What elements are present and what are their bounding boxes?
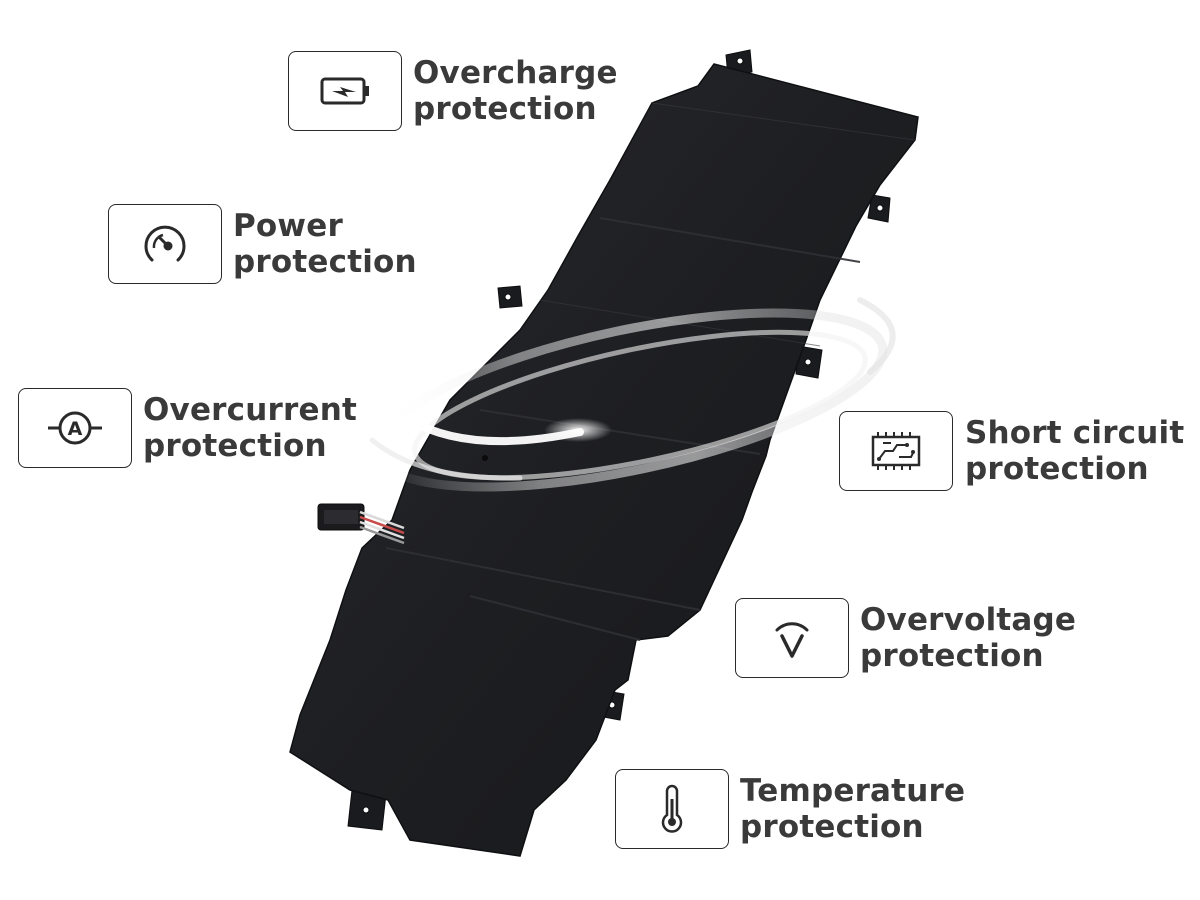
battery-connector — [317, 503, 405, 545]
ammeter-icon: A — [48, 411, 102, 445]
feature-icon-box — [839, 411, 953, 491]
feature-icon-box — [288, 51, 402, 131]
feature-label: Overcharge protection — [413, 55, 618, 127]
feature-label: Temperature protection — [740, 773, 966, 845]
feature-icon-box — [735, 598, 849, 678]
feature-overcurrent-protection: A Overcurrent protection — [18, 388, 357, 468]
feature-label: Overvoltage protection — [860, 602, 1077, 674]
feature-power-protection: Power protection — [108, 204, 417, 284]
feature-temperature-protection: Temperature protection — [615, 769, 965, 849]
feature-label: Overcurrent protection — [143, 392, 358, 464]
feature-overvoltage-protection: Overvoltage protection — [735, 598, 1076, 678]
voltmeter-icon — [775, 622, 809, 658]
battery-bolt-icon — [320, 77, 369, 105]
feature-short-circuit-protection: Short circuit protection — [839, 411, 1184, 491]
feature-icon-box: A — [18, 388, 132, 468]
feature-label: Short circuit protection — [965, 415, 1185, 487]
circuit-board-icon — [871, 432, 921, 470]
feature-label: Power protection — [233, 208, 417, 280]
energy-swirl — [369, 297, 896, 492]
gauge-icon — [144, 225, 186, 262]
feature-icon-box — [108, 204, 222, 284]
thermometer-icon — [661, 784, 683, 833]
battery-body — [289, 63, 919, 857]
feature-overcharge-protection: Overcharge protection — [288, 51, 618, 131]
svg-text:A: A — [68, 418, 83, 440]
feature-icon-box — [615, 769, 729, 849]
